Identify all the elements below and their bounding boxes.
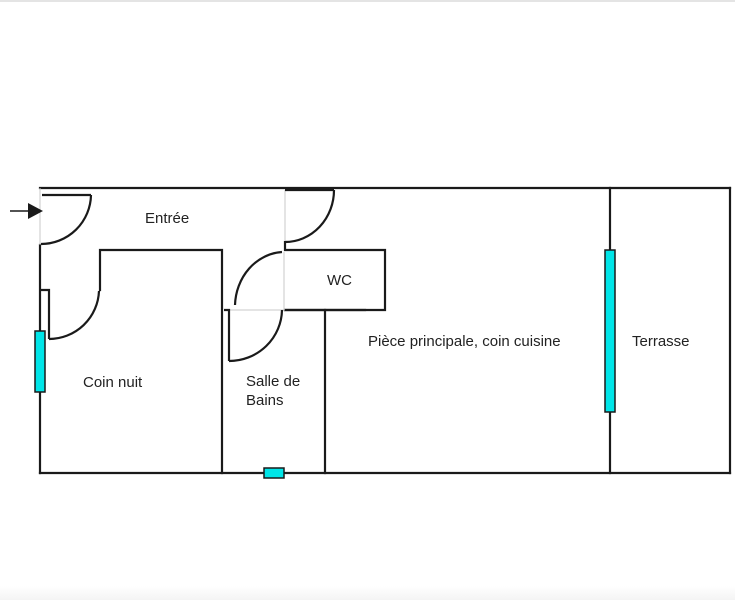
label-terrasse: Terrasse [632, 333, 690, 350]
label-entree: Entrée [145, 210, 189, 227]
bathroom-door [224, 308, 284, 363]
wc-walls [283, 240, 387, 475]
bottom-fade [0, 586, 735, 600]
top-border [0, 0, 735, 2]
bathroom-door-swing [228, 309, 284, 363]
label-wc: WC [327, 272, 352, 289]
wc-door [284, 188, 336, 244]
wc-door-swing [284, 189, 336, 244]
bedroom-door-swing [48, 290, 101, 341]
bedroom-door-leaf [40, 288, 51, 339]
window-bathroom [263, 467, 285, 479]
entry-door-swing [40, 194, 93, 246]
window-bedroom [34, 330, 46, 393]
window-terrace [604, 249, 616, 413]
bedroom-walls [40, 248, 224, 475]
bathroom-door-leaf [224, 308, 231, 361]
label-piece-principale: Pièce principale, coin cuisine [368, 333, 561, 350]
label-salle-de-bains-2: Bains [246, 392, 284, 409]
bedroom-wall-top [98, 248, 224, 475]
label-coin-nuit: Coin nuit [83, 374, 143, 391]
hall-door [230, 250, 285, 311]
hall-door-swing [233, 250, 283, 306]
entry-arrow-icon [10, 203, 43, 219]
label-salle-de-bains-1: Salle de [246, 373, 300, 390]
outer-walls [38, 186, 732, 475]
entry-door [39, 188, 93, 246]
